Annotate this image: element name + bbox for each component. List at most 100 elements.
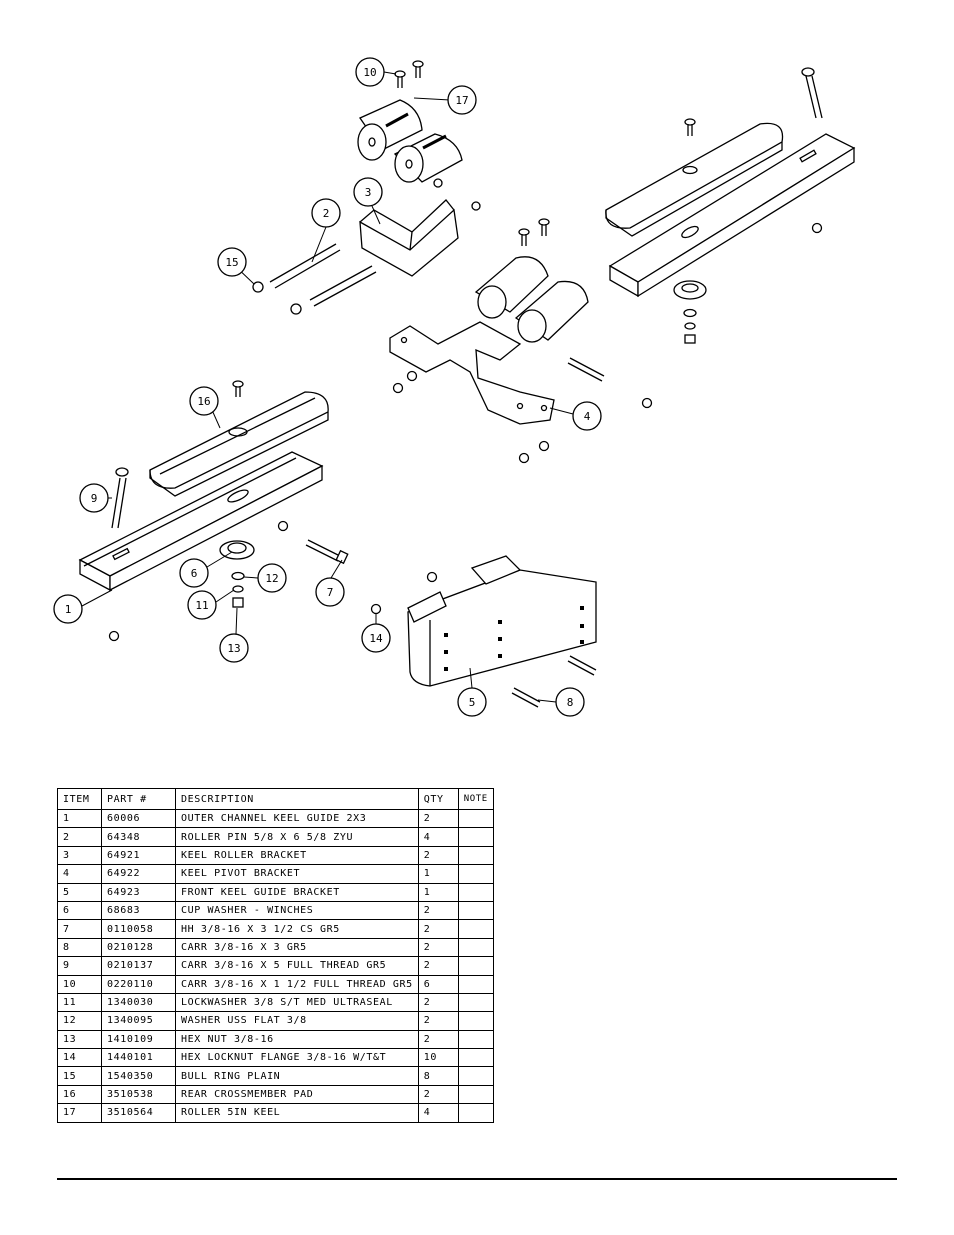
cell-qty: 2: [417, 956, 459, 976]
cell-item: 10: [57, 974, 102, 994]
part-outer-channel-lower: [78, 451, 324, 592]
svg-text:13: 13: [227, 642, 240, 655]
part-crossmember-pad-lower: [149, 391, 329, 497]
callout-6: 6: [179, 558, 209, 588]
svg-text:12: 12: [265, 572, 278, 585]
part-keel-roller-bracket: [359, 199, 459, 277]
part-carriage-bolt-upper: [684, 67, 823, 136]
callout-1: 1: [53, 594, 83, 624]
callout-16: 16: [189, 386, 219, 416]
svg-text:2: 2: [323, 207, 330, 220]
cell-description: BULL RING PLAIN: [175, 1066, 419, 1086]
cell-note: [457, 956, 494, 976]
part-washer-stack-lower: [231, 571, 245, 608]
callout-8: 8: [555, 687, 585, 717]
cell-part-number: 1410109: [101, 1029, 176, 1050]
cell-description: ROLLER 5IN KEEL: [175, 1103, 419, 1123]
callout-10: 10: [355, 57, 385, 87]
cell-qty: 2: [417, 992, 459, 1013]
cell-note: [457, 864, 494, 884]
cell-description: HEX LOCKNUT FLANGE 3/8-16 W/T&T: [175, 1048, 419, 1068]
cell-note: [457, 845, 494, 866]
part-keel-pivot-bracket: [389, 256, 589, 425]
cell-qty: 1: [417, 864, 459, 884]
header-description: DESCRIPTION: [175, 788, 419, 810]
cell-note: [457, 1103, 494, 1123]
cell-item: 3: [57, 845, 102, 866]
part-bull-rings: [252, 178, 481, 315]
header-item: ITEM: [57, 788, 102, 810]
cell-note: [457, 1048, 494, 1068]
cell-part-number: 60006: [101, 808, 176, 829]
cell-qty: 2: [417, 937, 459, 958]
cell-part-number: 68683: [101, 900, 176, 921]
part-cup-washer-upper: [673, 222, 823, 344]
cell-note: [457, 1011, 494, 1031]
part-keel-rollers-top: [357, 99, 463, 183]
cell-part-number: 1340095: [101, 1011, 176, 1031]
cell-item: 4: [57, 864, 102, 884]
cell-item: 12: [57, 1011, 102, 1031]
cell-qty: 2: [417, 845, 459, 866]
cell-description: WASHER USS FLAT 3/8: [175, 1011, 419, 1031]
callout-5: 5: [457, 687, 487, 717]
cell-part-number: 3510564: [101, 1103, 176, 1123]
cell-qty: 10: [417, 1048, 459, 1068]
cell-item: 2: [57, 827, 102, 847]
cell-description: HH 3/8-16 X 3 1/2 CS GR5: [175, 919, 419, 939]
cell-item: 6: [57, 900, 102, 921]
cell-description: CARR 3/8-16 X 3 GR5: [175, 937, 419, 958]
cell-description: REAR CROSSMEMBER PAD: [175, 1084, 419, 1105]
cell-item: 9: [57, 956, 102, 976]
part-pivot-bolt: [567, 357, 605, 382]
callout-3: 3: [353, 177, 383, 207]
part-carriage-bolt-small-c: [518, 218, 550, 246]
cell-qty: 2: [417, 1029, 459, 1050]
cell-qty: 6: [417, 974, 459, 994]
cell-note: [457, 808, 494, 829]
part-carriage-bolt-small-a: [232, 380, 244, 397]
svg-text:3: 3: [365, 186, 372, 199]
cell-part-number: 1540350: [101, 1066, 176, 1086]
callout-13: 13: [219, 633, 249, 663]
cell-part-number: 1440101: [101, 1048, 176, 1068]
cell-part-number: 0210137: [101, 956, 176, 976]
svg-text:1: 1: [65, 603, 72, 616]
cell-note: [457, 900, 494, 921]
cell-qty: 4: [417, 1103, 459, 1123]
svg-text:9: 9: [91, 492, 98, 505]
cell-description: KEEL PIVOT BRACKET: [175, 864, 419, 884]
cell-item: 14: [57, 1048, 102, 1068]
cell-description: CUP WASHER - WINCHES: [175, 900, 419, 921]
svg-text:8: 8: [567, 696, 574, 709]
cell-part-number: 64922: [101, 864, 176, 884]
part-roller-pins: [269, 243, 377, 307]
cell-part-number: 64921: [101, 845, 176, 866]
part-hex-locknuts-mid: [392, 370, 653, 464]
cell-qty: 8: [417, 1066, 459, 1086]
svg-text:17: 17: [455, 94, 468, 107]
part-carriage-bolt-long: [111, 467, 129, 529]
svg-text:16: 16: [197, 395, 210, 408]
cell-note: [457, 1029, 494, 1050]
part-hex-locknuts-lower: [108, 520, 289, 642]
part-outer-channel-upper: [608, 133, 856, 298]
cell-item: 16: [57, 1084, 102, 1105]
cell-note: [457, 827, 494, 847]
svg-text:14: 14: [369, 632, 383, 645]
cell-qty: 2: [417, 808, 459, 829]
cell-description: KEEL ROLLER BRACKET: [175, 845, 419, 866]
callout-17: 17: [447, 85, 477, 115]
